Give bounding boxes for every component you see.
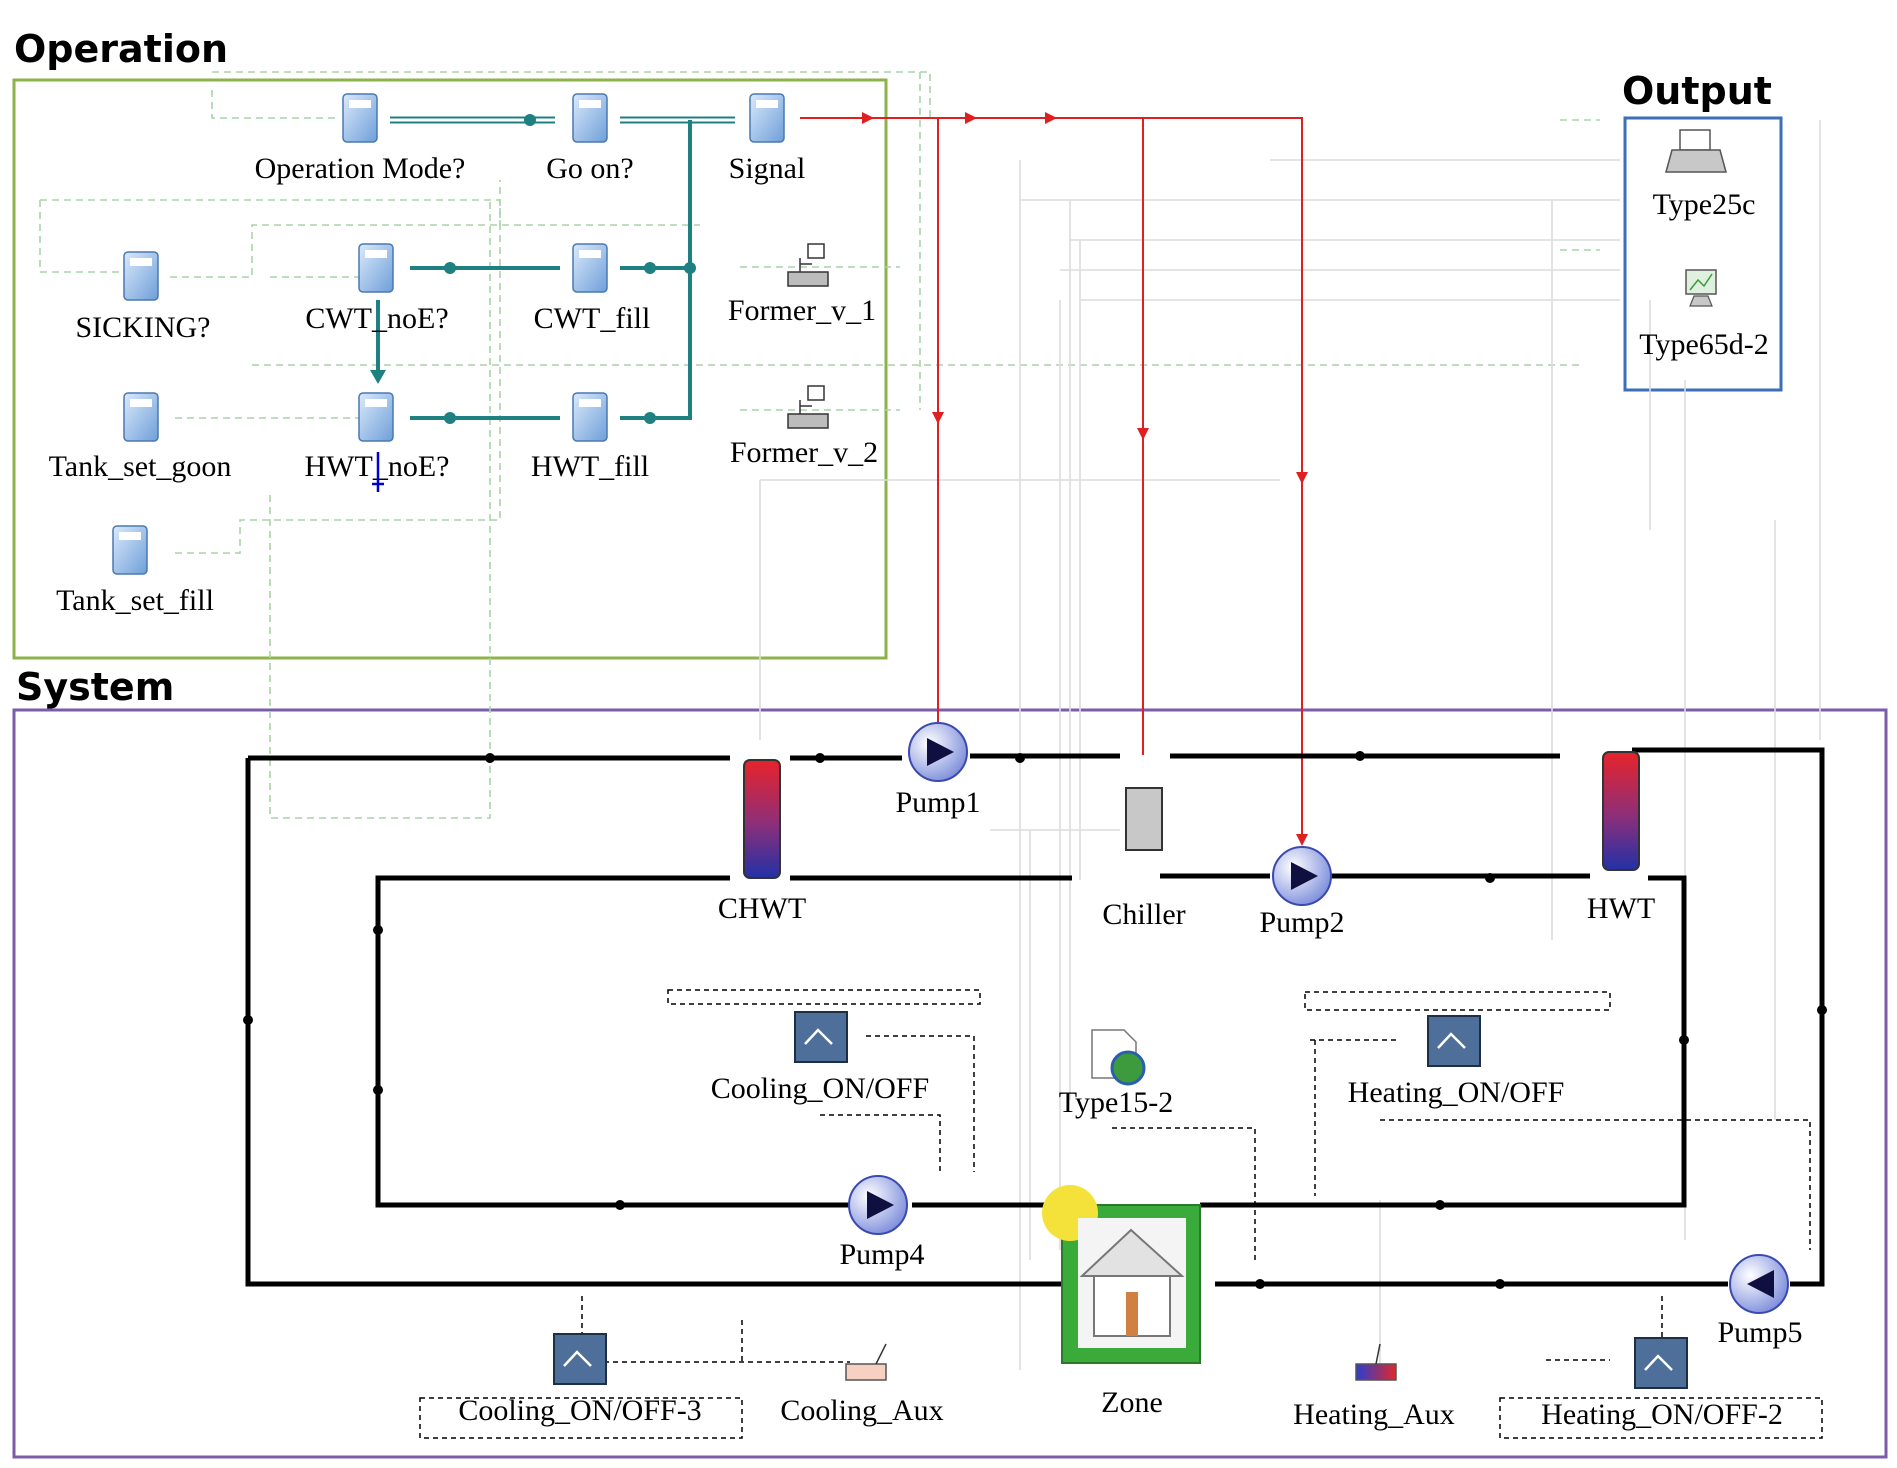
chwt-label: CHWT xyxy=(718,892,806,925)
tank-icon xyxy=(1602,751,1640,871)
hwt-fill-label: HWT_fill xyxy=(531,450,649,483)
hwt-fill-calculator[interactable]: HWT_fill xyxy=(531,392,649,483)
cursor-marker xyxy=(372,452,384,492)
type25c-printer[interactable]: Type25c xyxy=(1653,129,1756,221)
building-icon xyxy=(1042,1185,1201,1364)
type65d-monitor[interactable]: Type65d-2 xyxy=(1639,269,1769,361)
chiller[interactable]: Chiller xyxy=(1102,787,1186,931)
hwt-noe-calculator[interactable]: HWT_noE? xyxy=(305,392,450,492)
heating-on-off-label: Heating_ON/OFF xyxy=(1348,1076,1565,1109)
tank-set-goon-label: Tank_set_goon xyxy=(49,450,232,483)
pump4[interactable]: Pump4 xyxy=(839,1175,925,1271)
faint-links xyxy=(39,71,1600,819)
tank-set-fill-label: Tank_set_fill xyxy=(56,584,214,617)
cooling-on-off-label: Cooling_ON/OFF xyxy=(711,1072,929,1105)
signal-label: Signal xyxy=(729,152,806,185)
heater-icon xyxy=(845,1343,887,1381)
controller-icon xyxy=(1634,1337,1688,1389)
cwt-noe-calculator[interactable]: CWT_noE? xyxy=(305,243,449,335)
hwt-label: HWT xyxy=(1587,892,1655,925)
cwt-fill-label: CWT_fill xyxy=(534,302,651,335)
pump1[interactable]: Pump1 xyxy=(895,722,981,819)
system-control-wires xyxy=(419,989,1823,1439)
zone-label: Zone xyxy=(1101,1386,1163,1419)
controller-icon xyxy=(794,1011,848,1063)
type65d-label: Type65d-2 xyxy=(1639,328,1769,361)
heating-on-off-2-label: Heating_ON/OFF-2 xyxy=(1541,1398,1783,1431)
output-section: Output xyxy=(1622,69,1783,392)
type15-weather[interactable]: Type15-2 xyxy=(1059,1029,1174,1119)
pump2[interactable]: Pump2 xyxy=(1259,846,1345,939)
former-v-1[interactable]: Former_v_1 xyxy=(728,243,876,327)
system-section: System xyxy=(12,665,1888,1459)
cooling-on-off-3[interactable]: Cooling_ON/OFF-3 xyxy=(458,1333,702,1427)
type25c-label: Type25c xyxy=(1653,188,1756,221)
weather-icon xyxy=(1091,1029,1146,1086)
type15-label: Type15-2 xyxy=(1059,1086,1174,1119)
pump5-label: Pump5 xyxy=(1717,1316,1802,1349)
operation-mode-calculator[interactable]: Operation Mode? xyxy=(255,93,466,185)
sicking-label: SICKING? xyxy=(76,311,211,344)
sicking-calculator[interactable]: SICKING? xyxy=(76,251,211,344)
heating-aux-label: Heating_Aux xyxy=(1293,1398,1455,1431)
cwt-noe-label: CWT_noE? xyxy=(305,302,448,335)
cooling-aux[interactable]: Cooling_Aux xyxy=(780,1343,944,1427)
tank-icon xyxy=(743,759,781,879)
tank-set-fill-calculator[interactable]: Tank_set_fill xyxy=(56,525,214,617)
cooling-aux-label: Cooling_Aux xyxy=(780,1394,943,1427)
heater-icon xyxy=(1355,1343,1397,1381)
tank-set-goon-calculator[interactable]: Tank_set_goon xyxy=(49,392,232,483)
monitor-icon xyxy=(1685,269,1717,307)
system-frame xyxy=(12,708,1888,1459)
go-on-calculator[interactable]: Go on? xyxy=(546,93,634,185)
operation-title: Operation xyxy=(14,27,228,71)
operation-mode-label: Operation Mode? xyxy=(255,152,466,185)
control-markers xyxy=(370,114,696,424)
former-value-icon xyxy=(787,243,829,287)
former-value-icon xyxy=(787,385,829,429)
cooling-on-off[interactable]: Cooling_ON/OFF xyxy=(711,1011,929,1105)
chwt-tank[interactable]: CHWT xyxy=(718,759,806,925)
zone-building[interactable]: Zone xyxy=(1042,1185,1201,1419)
cooling-on-off-3-label: Cooling_ON/OFF-3 xyxy=(458,1394,701,1427)
printer-icon xyxy=(1665,129,1727,173)
heating-on-off[interactable]: Heating_ON/OFF xyxy=(1348,1015,1565,1109)
heating-aux[interactable]: Heating_Aux xyxy=(1293,1343,1455,1431)
pump1-label: Pump1 xyxy=(895,786,980,819)
former-v-1-label: Former_v_1 xyxy=(728,294,876,327)
system-title: System xyxy=(16,665,174,709)
former-v-2[interactable]: Former_v_2 xyxy=(730,385,878,469)
output-frame xyxy=(1623,116,1783,392)
pipe-markers xyxy=(243,751,1827,1289)
operation-frame xyxy=(12,78,888,660)
signal-arrows xyxy=(862,112,1308,846)
chiller-label: Chiller xyxy=(1102,898,1185,931)
former-v-2-label: Former_v_2 xyxy=(730,436,878,469)
controller-icon xyxy=(1427,1015,1481,1067)
pump2-label: Pump2 xyxy=(1259,906,1344,939)
signal-links xyxy=(800,117,1303,840)
control-links xyxy=(376,116,735,420)
grey-links xyxy=(759,120,1821,1370)
operation-section: Operation xyxy=(12,27,888,660)
hwt-tank[interactable]: HWT xyxy=(1587,751,1655,925)
output-title: Output xyxy=(1622,69,1772,113)
controller-icon xyxy=(553,1333,607,1385)
pump4-label: Pump4 xyxy=(839,1238,924,1271)
chiller-icon xyxy=(1125,787,1163,851)
go-on-label: Go on? xyxy=(546,152,633,185)
signal-calculator[interactable]: Signal xyxy=(729,93,806,185)
heating-on-off-2[interactable]: Heating_ON/OFF-2 xyxy=(1541,1337,1783,1431)
pump5[interactable]: Pump5 xyxy=(1717,1254,1803,1349)
cwt-fill-calculator[interactable]: CWT_fill xyxy=(534,243,651,335)
